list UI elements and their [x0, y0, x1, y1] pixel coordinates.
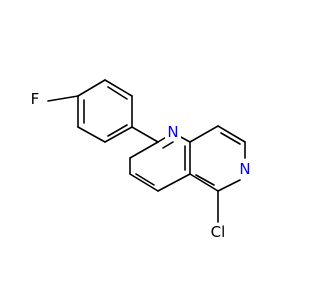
double-bond-inner — [195, 174, 215, 186]
n6-label: N — [239, 160, 250, 178]
bond — [77, 126, 106, 143]
bond — [189, 173, 219, 192]
bond — [157, 173, 191, 192]
bond — [104, 79, 133, 97]
double-bond-inner — [107, 124, 128, 137]
double-bond-inner — [107, 86, 128, 100]
bond — [129, 141, 159, 159]
bond — [131, 126, 159, 143]
fluorine-label: F — [31, 90, 40, 108]
bond — [217, 179, 241, 192]
double-bond-inner — [162, 141, 174, 149]
atom-label-fluorine: F — [28, 90, 42, 108]
bond — [129, 173, 159, 192]
chlorine-label: Cl — [211, 223, 226, 241]
atom-label-n6: N — [237, 160, 253, 178]
c-f-bond — [47, 95, 79, 102]
pyridine-ring-left — [129, 135, 191, 192]
bond — [189, 125, 219, 143]
biaryl-bond — [131, 126, 159, 143]
bond — [104, 126, 133, 143]
atom-label-n1: N — [165, 123, 181, 141]
bond — [217, 125, 246, 143]
molecule-structure-diagram: F N N Cl — [28, 79, 253, 241]
bond — [77, 79, 106, 97]
fluorophenyl-ring — [47, 79, 133, 143]
double-bond-inner — [220, 132, 241, 145]
pyridine-ring-right — [189, 125, 246, 223]
n1-label: N — [167, 123, 178, 141]
atom-label-chlorine: Cl — [207, 223, 229, 241]
double-bond-inner — [135, 173, 155, 186]
